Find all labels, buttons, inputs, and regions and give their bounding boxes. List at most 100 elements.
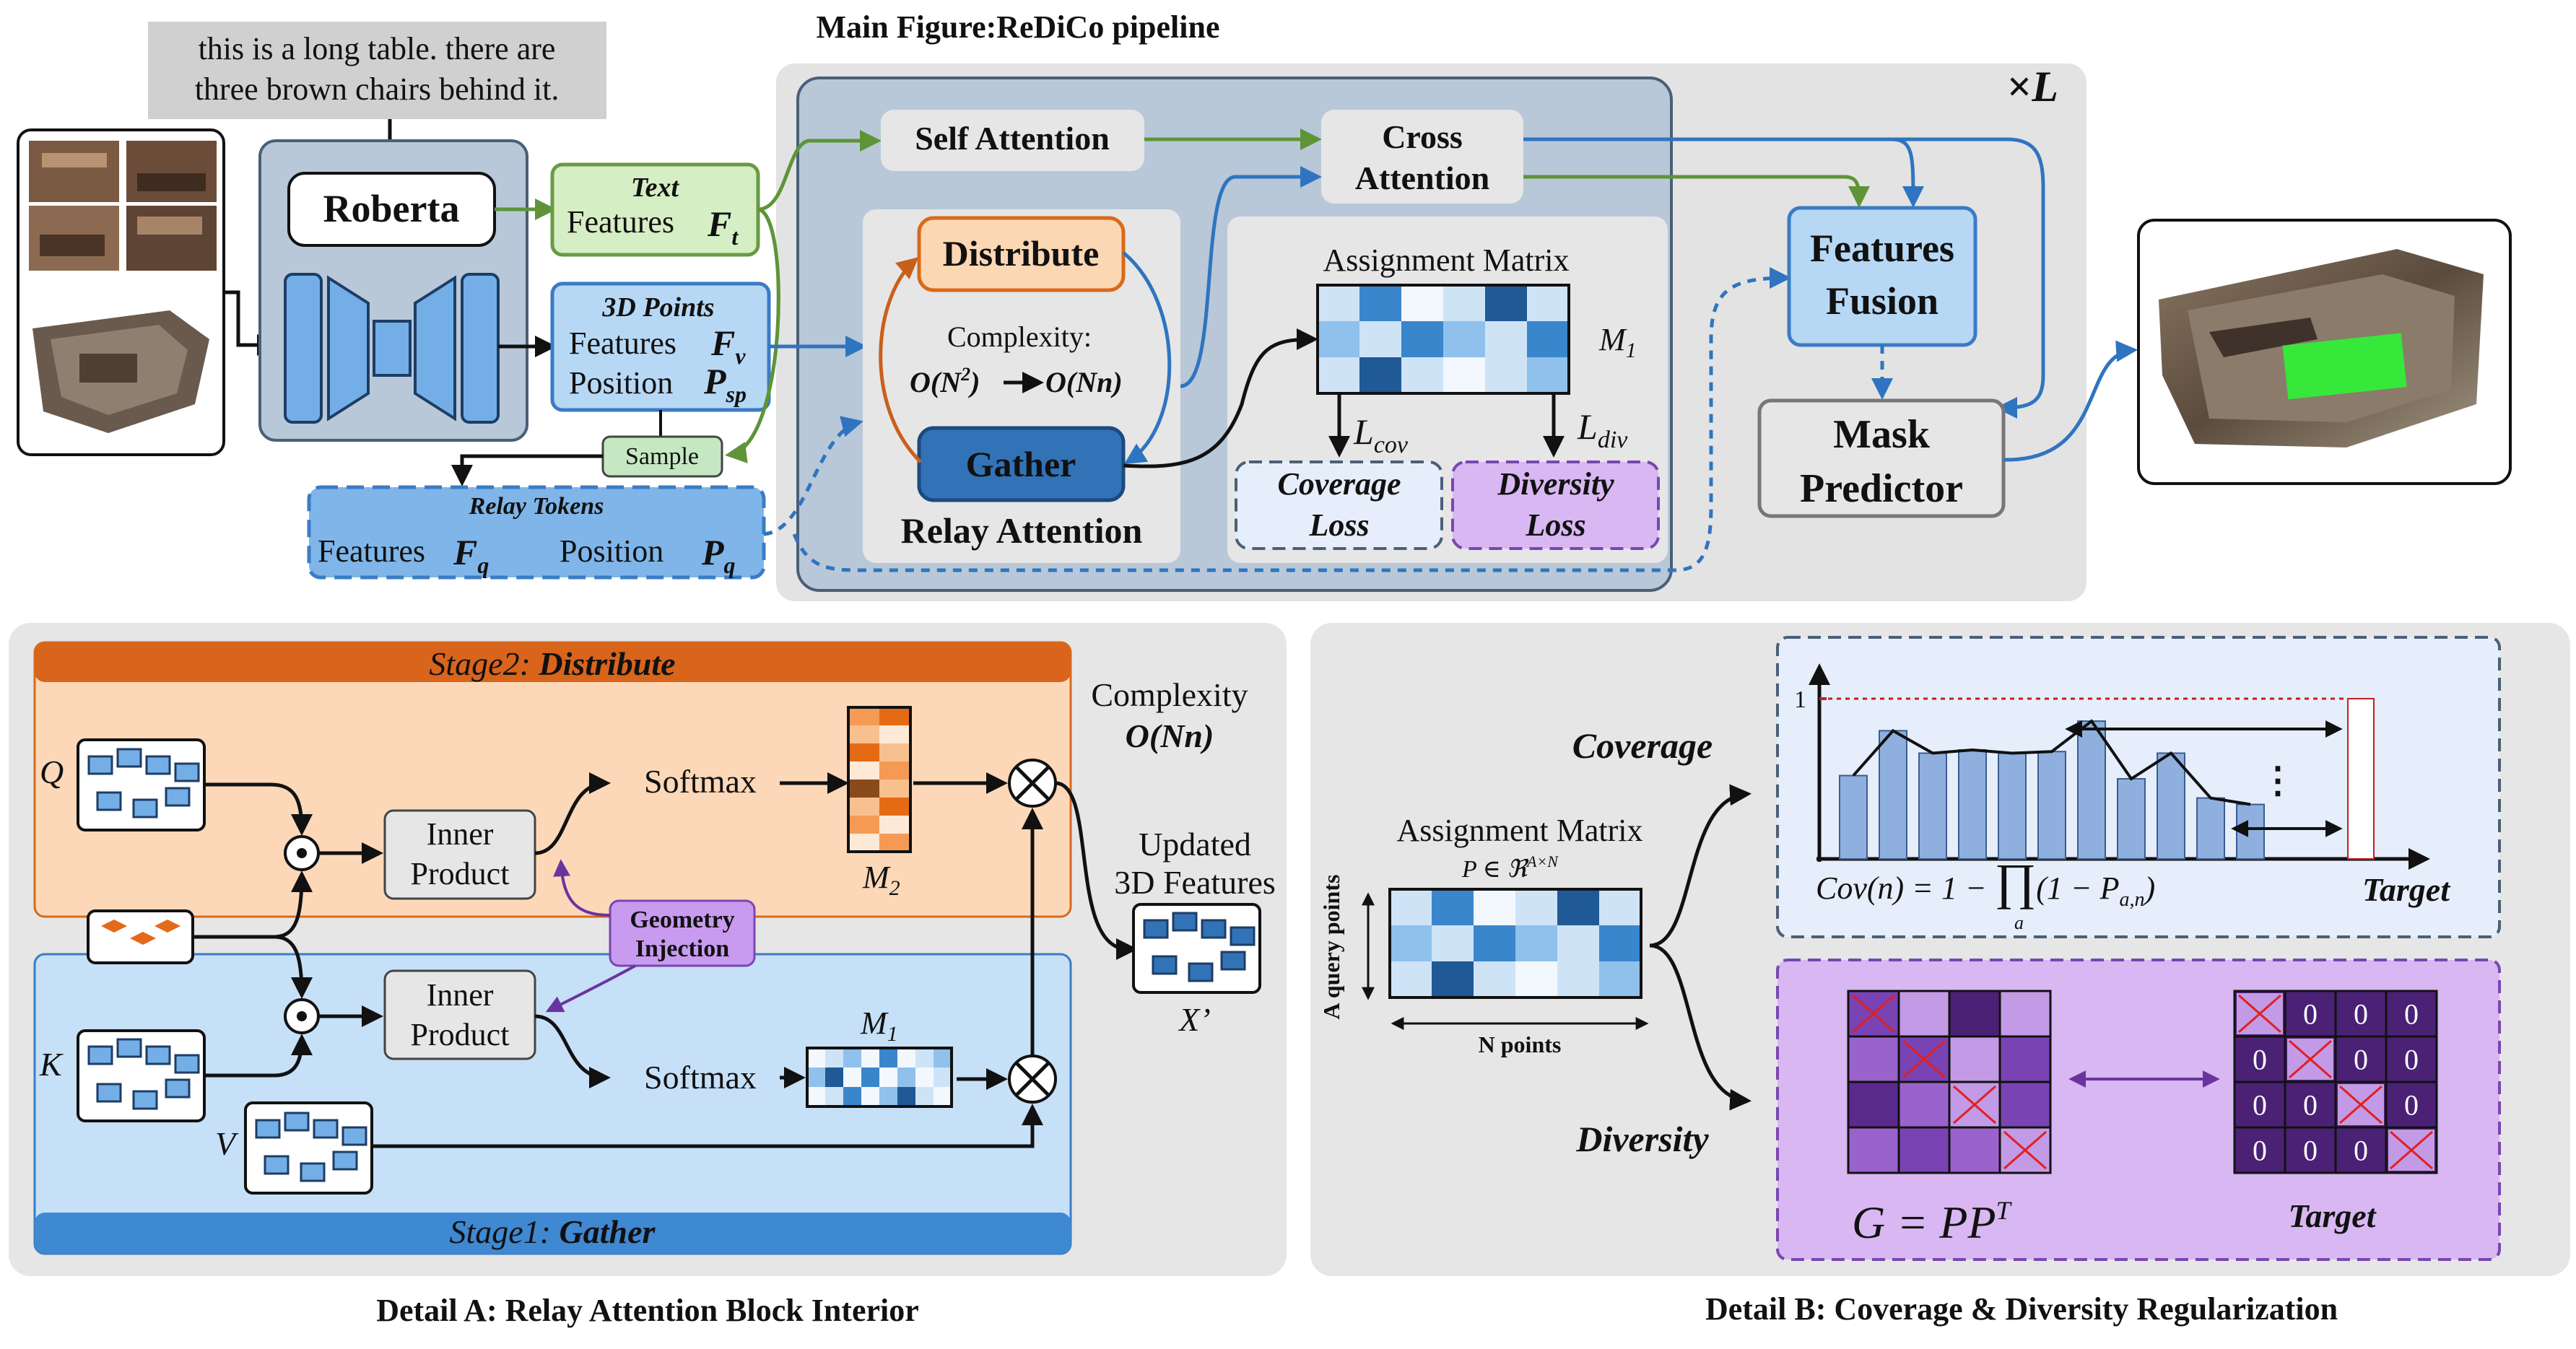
text-features-symbol: Ft [707,204,739,250]
m1-detail-cell [934,1068,952,1087]
cross-attention-box: Cross Attention [1321,110,1523,204]
m1-detail-cell [825,1048,843,1068]
arrow-inner2-softmax [534,772,611,855]
coverage-bar [1958,749,1987,860]
inner-product-stage2: Inner Product [383,809,536,900]
m1-top-cell [1359,357,1401,393]
target-matrix-zero: 0 [2303,1135,2318,1167]
arrow-distribute-gather [1122,251,1172,465]
features-fusion-box: Features Fusion [1787,206,1977,347]
arrow-otimes-updated [1055,781,1138,960]
relay-features-symbol: Fq [453,532,489,578]
m2-cell [879,798,910,816]
m1-label: M1 [1598,322,1637,362]
m2-cell [879,743,910,761]
gram-matrix-cross [1953,1085,1996,1125]
self-attention-box: Self Attention [881,110,1144,171]
softmax-stage2: Softmax [644,763,757,800]
detail-a-complexity-value: O(Nn) [1126,717,1214,754]
otimes-stage2 [1008,759,1057,808]
assignment-matrix-m1 [1316,284,1570,395]
k-label: K [39,1046,64,1083]
mask-predictor-line2: Predictor [1800,466,1963,511]
target-matrix-zero: 0 [2303,998,2318,1031]
arrow-p-diversity [1649,943,1752,1111]
point-cloud-input [32,310,209,433]
arrow-relay-cross [1180,166,1322,388]
diversity-loss-box [1451,460,1660,550]
coverage-target-bar [2347,698,2375,860]
q-label: Q [40,754,64,790]
m1-detail-cell [879,1068,897,1087]
text-query-line1: this is a long table. there are [199,31,556,66]
m1-detail-cell [843,1068,861,1087]
m1-top-cell [1401,285,1443,321]
diversity-target-label: Target [2289,1197,2377,1234]
m2-cell [848,761,879,780]
gather-label: Gather [966,444,1076,484]
target-matrix-cell [2284,1126,2337,1174]
gram-matrix-cell [1897,990,1951,1038]
target-matrix-zero: 0 [2253,1135,2267,1167]
m2-cell [879,816,910,834]
p-matrix-cell [1557,889,1599,925]
features-fusion-line1: Features [1810,227,1954,270]
m1-detail-cell [934,1087,952,1106]
coverage-bar [2117,778,2146,860]
coverage-loss-line2: Loss [1308,507,1369,543]
m1-detail-cell [861,1048,879,1068]
photo-1 [29,141,119,202]
target-matrix-zero: 0 [2404,998,2419,1031]
m2-matrix [847,706,912,853]
roberta-label: Roberta [323,187,460,230]
inner-product-1-line1: Inner [427,977,494,1013]
m1-top-cell [1443,321,1485,357]
l-cov-label: Lcov [1353,411,1409,458]
gram-formula: G = PPT [1852,1196,2013,1248]
stage2-title: Stage2: Distribute [429,645,675,682]
photo-2 [126,141,217,202]
gram-matrix-cell [1847,1080,1900,1129]
m1-top-cell [1527,285,1569,321]
gram-matrix-cell [1897,1126,1951,1174]
p-matrix-cell [1432,925,1474,961]
arrow-mask-output [2003,340,2138,462]
gram-matrix-cross [1852,994,1895,1034]
coverage-bar [1998,752,2027,860]
coverage-ellipsis: ⋮ [2260,760,2296,800]
coverage-line [1852,719,2251,806]
relay-attention-title: Relay Attention [901,510,1143,551]
l-div-label: Ldiv [1577,406,1628,453]
target-matrix-cross [2238,994,2281,1034]
p-matrix-cell [1515,889,1557,925]
target-matrix-zero: 0 [2404,1044,2419,1076]
diversity-loss-line2: Loss [1525,507,1585,543]
target-matrix-cross [2339,1085,2383,1125]
arrow-geo-inner1 [545,964,636,1013]
m1-detail-cell [843,1087,861,1106]
m2-cell [848,834,879,852]
target-matrix-cross [2289,1039,2332,1079]
p-matrix-cell [1557,961,1599,997]
arrow-p-coverage [1649,784,1752,948]
gram-matrix-cell [1897,1080,1951,1129]
coverage-loss-line1: Coverage [1277,466,1401,502]
coverage-bar [2077,720,2106,860]
relay-position-label: Position [560,533,663,569]
gram-matrix-cell [1998,1080,2052,1129]
coverage-target-label: Target [2362,871,2450,908]
text-features-title: Text [631,173,680,203]
m1-top-cell [1318,357,1359,393]
point-encoder-icon [284,273,500,424]
detail-a-complexity-label: Complexity [1091,676,1248,713]
diversity-loss-line1: Diversity [1497,466,1614,502]
coverage-bar [2196,797,2225,860]
v-label: V [215,1125,239,1162]
m2-label: M2 [862,860,900,900]
updated-line2: 3D Features [1114,864,1276,901]
points-features-label: Features [569,326,676,361]
text-features-label: Features [567,204,674,240]
arrow-relay-tokens-dashed [763,416,863,536]
diversity-label: Diversity [1575,1119,1709,1159]
relay-features-label: Features [318,533,425,569]
